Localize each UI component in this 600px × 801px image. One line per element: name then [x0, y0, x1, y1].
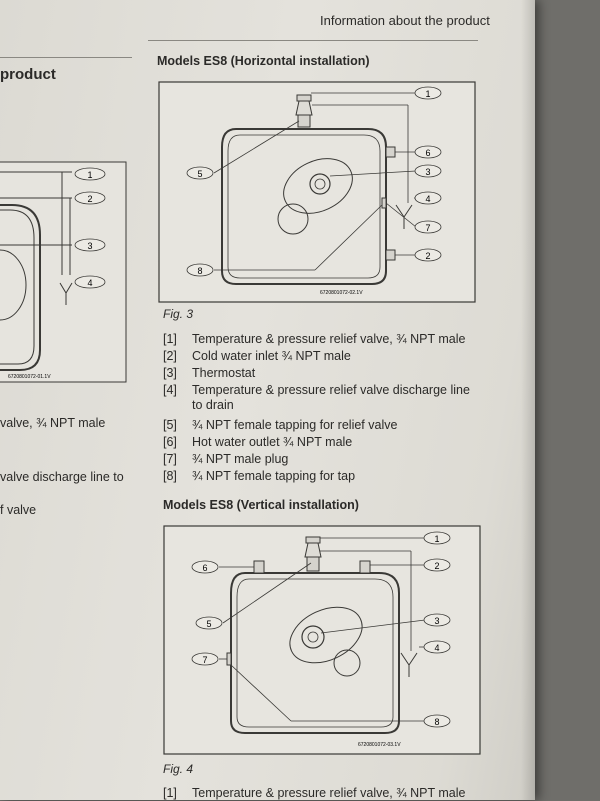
- fig4-code: 6720801072-03.1V: [358, 742, 401, 748]
- left-callout-3: 3: [74, 238, 106, 252]
- legend-text: ¾ NPT female tapping for tap: [192, 469, 356, 483]
- legend-number: [1]: [163, 786, 177, 800]
- svg-text:3: 3: [425, 167, 430, 177]
- section-heading-horizontal: Models ES8 (Horizontal installation): [157, 54, 370, 68]
- legend-text: Thermostat: [192, 366, 256, 380]
- fig4-callout-7: 7: [191, 652, 219, 666]
- svg-text:4: 4: [434, 643, 439, 653]
- legend-number: [3]: [163, 366, 177, 380]
- left-page-line-3: f valve: [0, 503, 37, 517]
- svg-text:1: 1: [425, 89, 430, 99]
- svg-text:7: 7: [202, 655, 207, 665]
- svg-text:4: 4: [425, 194, 430, 204]
- legend-number: [1]: [163, 332, 177, 346]
- left-page-rule: [0, 57, 132, 58]
- fig3-callout-2: 2: [414, 248, 442, 262]
- fig3-code: 6720801072-02.1V: [320, 290, 363, 296]
- legend-number: [8]: [163, 469, 177, 483]
- svg-text:7: 7: [425, 223, 430, 233]
- fig4-callout-3: 3: [423, 613, 451, 627]
- legend-text: Temperature & pressure relief valve disc…: [192, 383, 470, 412]
- legend-number: [4]: [163, 383, 177, 397]
- svg-text:8: 8: [434, 717, 439, 727]
- fig3-callout-8: 8: [186, 263, 214, 277]
- fig4-callout-5: 5: [195, 616, 223, 630]
- left-callout-2: 2: [74, 191, 106, 205]
- legend-text: ¾ NPT male plug: [192, 452, 289, 466]
- legend-text: Temperature & pressure relief valve, ¾ N…: [192, 786, 466, 800]
- left-page-figure: 1 2 3 4 6720801072-01.1V: [0, 161, 127, 383]
- fig4-callout-2: 2: [423, 558, 451, 572]
- manual-page: Information about the product product 1 …: [0, 0, 535, 800]
- legend-number: [5]: [163, 418, 177, 432]
- legend-text: ¾ NPT female tapping for relief valve: [192, 418, 398, 432]
- figure-3-horizontal-diagram: 1 6 3 4 7 2 5 8 6720801072-02.: [158, 81, 476, 303]
- section-heading-vertical: Models ES8 (Vertical installation): [163, 498, 359, 512]
- fig3-callout-3: 3: [414, 164, 442, 178]
- figure-3-caption: Fig. 3: [163, 307, 194, 321]
- svg-text:5: 5: [206, 619, 211, 629]
- legend-text: Hot water outlet ¾ NPT male: [192, 435, 353, 449]
- legend-text: Cold water inlet ¾ NPT male: [192, 349, 351, 363]
- svg-text:2: 2: [425, 251, 430, 261]
- fig3-callout-5: 5: [186, 166, 214, 180]
- fig4-callout-8: 8: [423, 714, 451, 728]
- svg-text:6: 6: [202, 563, 207, 573]
- left-page-line-1: valve, ¾ NPT male: [0, 416, 106, 430]
- svg-text:2: 2: [87, 194, 92, 204]
- legend-number: [2]: [163, 349, 177, 363]
- header-rule: [148, 40, 478, 41]
- svg-text:3: 3: [434, 616, 439, 626]
- svg-text:6: 6: [425, 148, 430, 158]
- legend-number: [7]: [163, 452, 177, 466]
- figure-4-caption: Fig. 4: [163, 762, 194, 776]
- svg-text:2: 2: [434, 561, 439, 571]
- fig3-callout-7: 7: [414, 220, 442, 234]
- fig3-callout-6: 6: [414, 145, 442, 159]
- legend-text: Temperature & pressure relief valve, ¾ N…: [192, 332, 466, 346]
- left-figure-code: 6720801072-01.1V: [8, 374, 51, 380]
- svg-text:3: 3: [87, 241, 92, 251]
- left-page-heading-fragment: product: [0, 66, 56, 83]
- left-page-line-2: valve discharge line to: [0, 470, 124, 484]
- svg-text:1: 1: [434, 534, 439, 544]
- fig4-callout-1: 1: [423, 531, 451, 545]
- left-callout-4: 4: [74, 275, 106, 289]
- fig3-callout-4: 4: [414, 191, 442, 205]
- page-header-title: Information about the product: [320, 13, 490, 28]
- fig4-callout-4: 4: [423, 640, 451, 654]
- fig4-callout-6: 6: [191, 560, 219, 574]
- legend-number: [6]: [163, 435, 177, 449]
- svg-text:5: 5: [197, 169, 202, 179]
- fig3-callout-1: 1: [414, 86, 442, 100]
- svg-text:4: 4: [87, 278, 92, 288]
- svg-text:1: 1: [87, 170, 92, 180]
- svg-text:8: 8: [197, 266, 202, 276]
- figure-4-vertical-diagram: 1 2 3 4 8 6 5 7 6720801072-03.: [163, 525, 481, 755]
- left-callout-1: 1: [74, 167, 106, 181]
